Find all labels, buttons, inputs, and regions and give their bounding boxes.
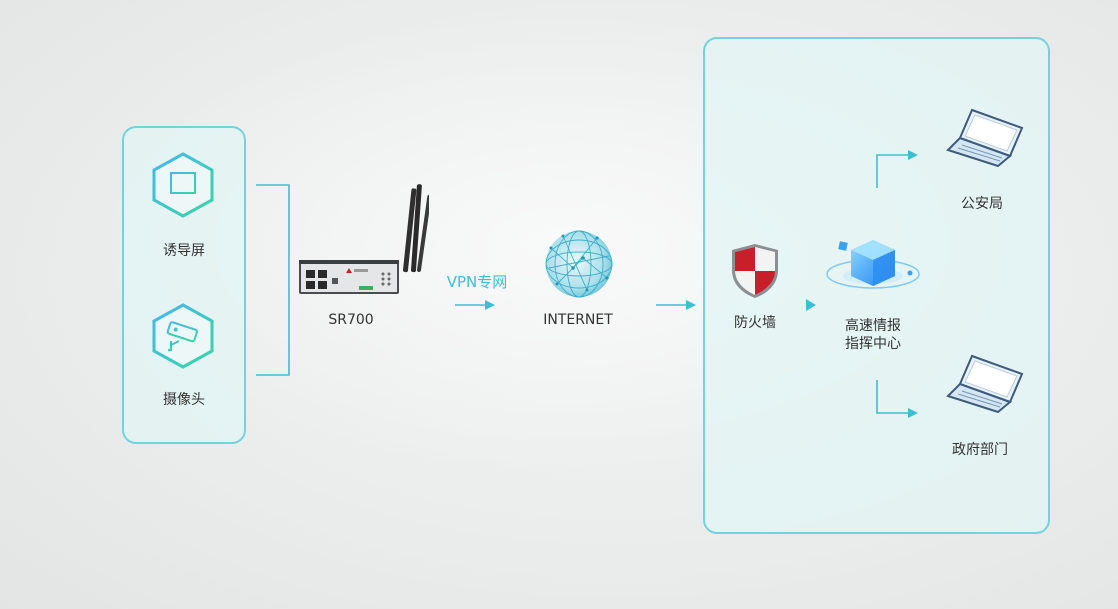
firewall-center-arrow (806, 299, 816, 311)
laptop-icon (946, 108, 1024, 168)
command-center-label-line2: 指挥中心 (845, 336, 901, 352)
globe-network-icon (545, 230, 613, 298)
police-label: 公安局 (961, 196, 1003, 212)
center-police-connector (876, 154, 910, 188)
bracket-connector (256, 184, 290, 376)
firewall-label: 防火墙 (734, 315, 776, 331)
government-label: 政府部门 (952, 442, 1008, 458)
display-screen-label: 诱导屏 (163, 243, 205, 259)
router-icon (299, 184, 429, 294)
display-screen-icon (152, 152, 214, 218)
data-cube-icon (826, 240, 920, 289)
command-center-label-line1: 高速情报 (845, 318, 901, 334)
security-camera-icon (152, 303, 214, 369)
center-government-connector (876, 380, 910, 414)
shield-icon (732, 244, 778, 298)
camera-label: 摄像头 (163, 392, 205, 408)
laptop-icon (946, 354, 1024, 414)
vpn-label: VPN专网 (446, 273, 508, 291)
internet-label: INTERNET (543, 312, 613, 328)
router-label: SR700 (328, 312, 374, 328)
